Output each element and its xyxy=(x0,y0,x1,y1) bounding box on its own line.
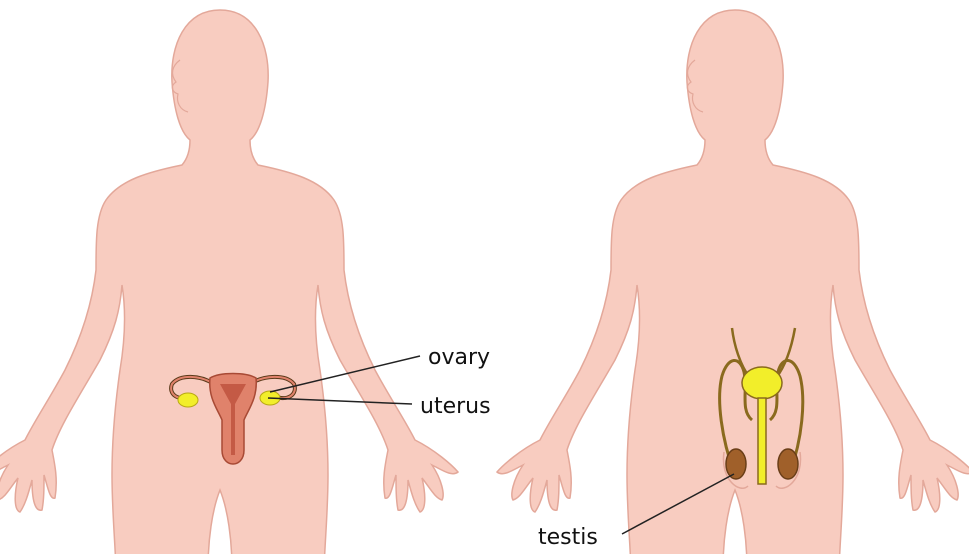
bladder-icon xyxy=(742,367,782,399)
testis-label: testis xyxy=(538,525,598,550)
female-body-silhouette-icon xyxy=(0,10,458,554)
left-testis-icon xyxy=(726,449,746,479)
female-figure xyxy=(0,10,458,554)
ovary-label: ovary xyxy=(428,345,490,370)
urethra xyxy=(758,398,766,484)
uterus-label: uterus xyxy=(420,394,491,419)
left-ovary-icon xyxy=(178,393,198,407)
right-testis-icon xyxy=(778,449,798,479)
